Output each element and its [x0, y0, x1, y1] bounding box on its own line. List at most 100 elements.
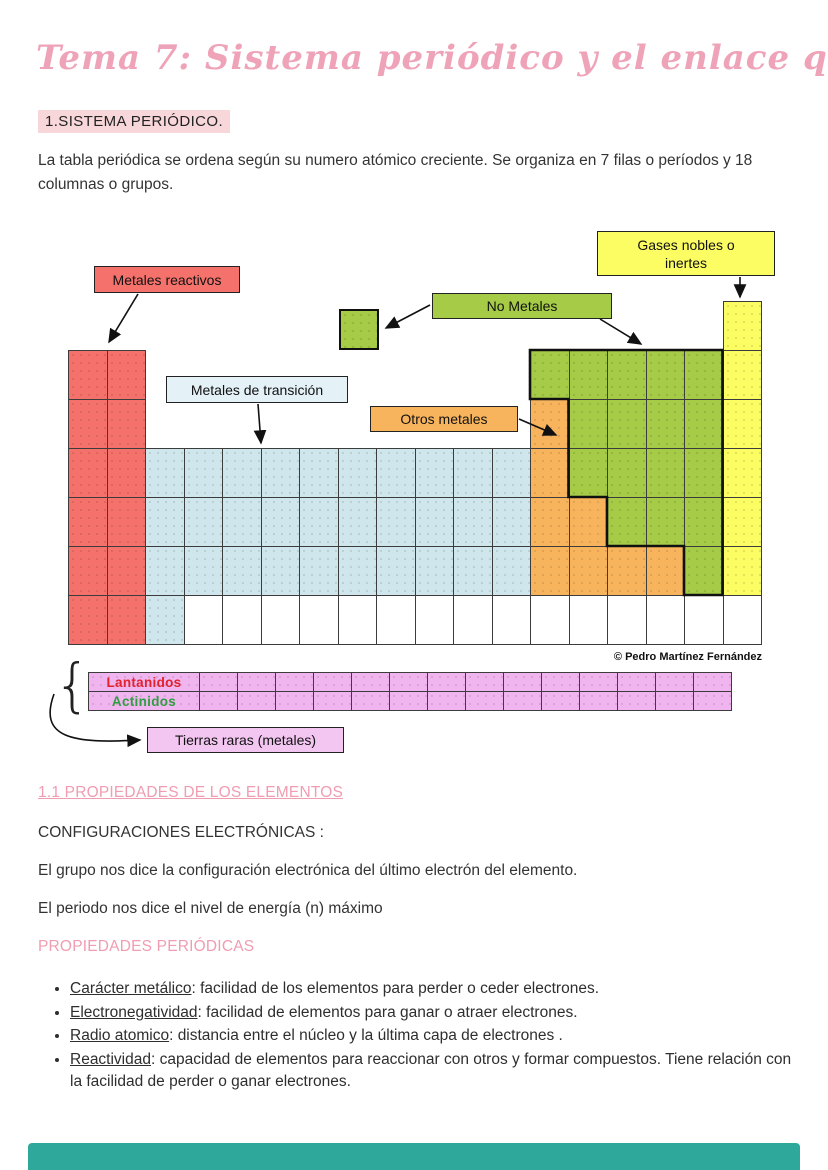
- label-nonmetals: No Metales: [432, 293, 612, 319]
- element-cell: [568, 350, 608, 400]
- element-cell: [491, 595, 531, 645]
- rare-earth-cell: [579, 691, 618, 711]
- element-cell: [722, 497, 762, 547]
- rare-earth-cell: [465, 691, 504, 711]
- element-cell: [684, 399, 724, 449]
- element-cell: [414, 595, 454, 645]
- element-cell: [645, 497, 685, 547]
- element-cell: [299, 497, 339, 547]
- element-cell: [645, 546, 685, 596]
- rare-earth-cell: [427, 691, 466, 711]
- rare-earth-cell: [389, 672, 428, 692]
- label-transition-metals: Metales de transición: [166, 376, 348, 403]
- rare-earth-cell: [579, 672, 618, 692]
- property-term: Carácter metálico: [70, 980, 192, 997]
- rare-earth-cell: [275, 691, 314, 711]
- element-cell: [722, 350, 762, 400]
- page-title: Tema 7: Sistema periódico y el enlace qu…: [36, 38, 828, 78]
- element-cell: [568, 448, 608, 498]
- property-item: Reactividad: capacidad de elementos para…: [70, 1049, 792, 1094]
- element-cell: [376, 595, 416, 645]
- element-cell: [530, 350, 570, 400]
- element-cell: [684, 497, 724, 547]
- rare-earth-cell: [655, 691, 694, 711]
- element-cell: [222, 546, 262, 596]
- element-cell: [68, 546, 108, 596]
- element-cell: [68, 448, 108, 498]
- element-cell: [145, 546, 185, 596]
- rare-earth-cell: [503, 691, 542, 711]
- rare-earth-cell: [237, 691, 276, 711]
- element-cell: [607, 497, 647, 547]
- actinides-row-label: Actinidos: [88, 691, 200, 711]
- properties-list: Carácter metálico: facilidad de los elem…: [50, 978, 792, 1095]
- property-text: : facilidad de los elementos para perder…: [191, 980, 600, 997]
- element-cell: [722, 301, 762, 351]
- element-cell: [491, 497, 531, 547]
- element-cell: [183, 497, 223, 547]
- rare-earth-cell: [275, 672, 314, 692]
- element-cell: [106, 399, 146, 449]
- element-cell: [222, 497, 262, 547]
- property-item: Carácter metálico: facilidad de los elem…: [70, 978, 792, 1001]
- element-cell: [607, 546, 647, 596]
- element-cell: [722, 399, 762, 449]
- label-rare-earths: Tierras raras (metales): [147, 727, 344, 753]
- element-cell: [106, 546, 146, 596]
- element-cell: [530, 399, 570, 449]
- element-cell: [183, 546, 223, 596]
- element-cell: [684, 546, 724, 596]
- rare-earth-cell: [313, 691, 352, 711]
- element-cell: [645, 350, 685, 400]
- rare-earth-cell: [503, 672, 542, 692]
- element-cell: [722, 448, 762, 498]
- element-cell: [722, 546, 762, 596]
- element-cell: [337, 595, 377, 645]
- element-cell: [414, 497, 454, 547]
- element-cell: [337, 448, 377, 498]
- rare-earth-cell: [351, 691, 390, 711]
- element-cell: [568, 595, 608, 645]
- property-text: : facilidad de elementos para ganar o at…: [197, 1003, 578, 1021]
- rare-earth-cell: [693, 691, 732, 711]
- element-cell: [607, 350, 647, 400]
- label-reactive-metals: Metales reactivos: [94, 266, 240, 293]
- element-cell: [376, 546, 416, 596]
- element-cell: [260, 546, 300, 596]
- rare-earth-cell: [199, 691, 238, 711]
- element-cell: [68, 595, 108, 645]
- rare-earth-cell: [465, 672, 504, 692]
- property-term: Reactividad: [70, 1050, 151, 1068]
- config-heading: CONFIGURACIONES ELECTRÓNICAS :: [38, 824, 324, 841]
- element-cell: [222, 595, 262, 645]
- rare-earth-cell: [351, 672, 390, 692]
- rare-earth-cell: [541, 691, 580, 711]
- element-cell: [145, 595, 185, 645]
- element-cell: [376, 448, 416, 498]
- element-cell: [337, 546, 377, 596]
- periodic-properties-heading: PROPIEDADES PERIÓDICAS: [38, 938, 255, 955]
- rare-earth-cell: [541, 672, 580, 692]
- element-cell: [260, 448, 300, 498]
- element-cell: [68, 399, 108, 449]
- element-cell: [106, 448, 146, 498]
- element-cell: [645, 595, 685, 645]
- config-line-group: El grupo nos dice la configuración elect…: [38, 862, 578, 879]
- element-cell: [491, 448, 531, 498]
- element-cell: [530, 448, 570, 498]
- label-other-metals: Otros metales: [370, 406, 518, 432]
- element-cell: [183, 448, 223, 498]
- rare-earth-cell: [427, 672, 466, 692]
- lanthanides-row-label: Lantanidos: [88, 672, 200, 692]
- curly-brace: {: [54, 651, 91, 719]
- element-cell: [607, 399, 647, 449]
- element-cell: [607, 448, 647, 498]
- element-cell: [145, 448, 185, 498]
- intro-paragraph: La tabla periódica se ordena según su nu…: [38, 152, 753, 193]
- element-cell: [530, 497, 570, 547]
- element-cell: [453, 546, 493, 596]
- rare-earth-row: Actinidos: [88, 691, 732, 712]
- element-cell: [722, 595, 762, 645]
- element-cell: [530, 546, 570, 596]
